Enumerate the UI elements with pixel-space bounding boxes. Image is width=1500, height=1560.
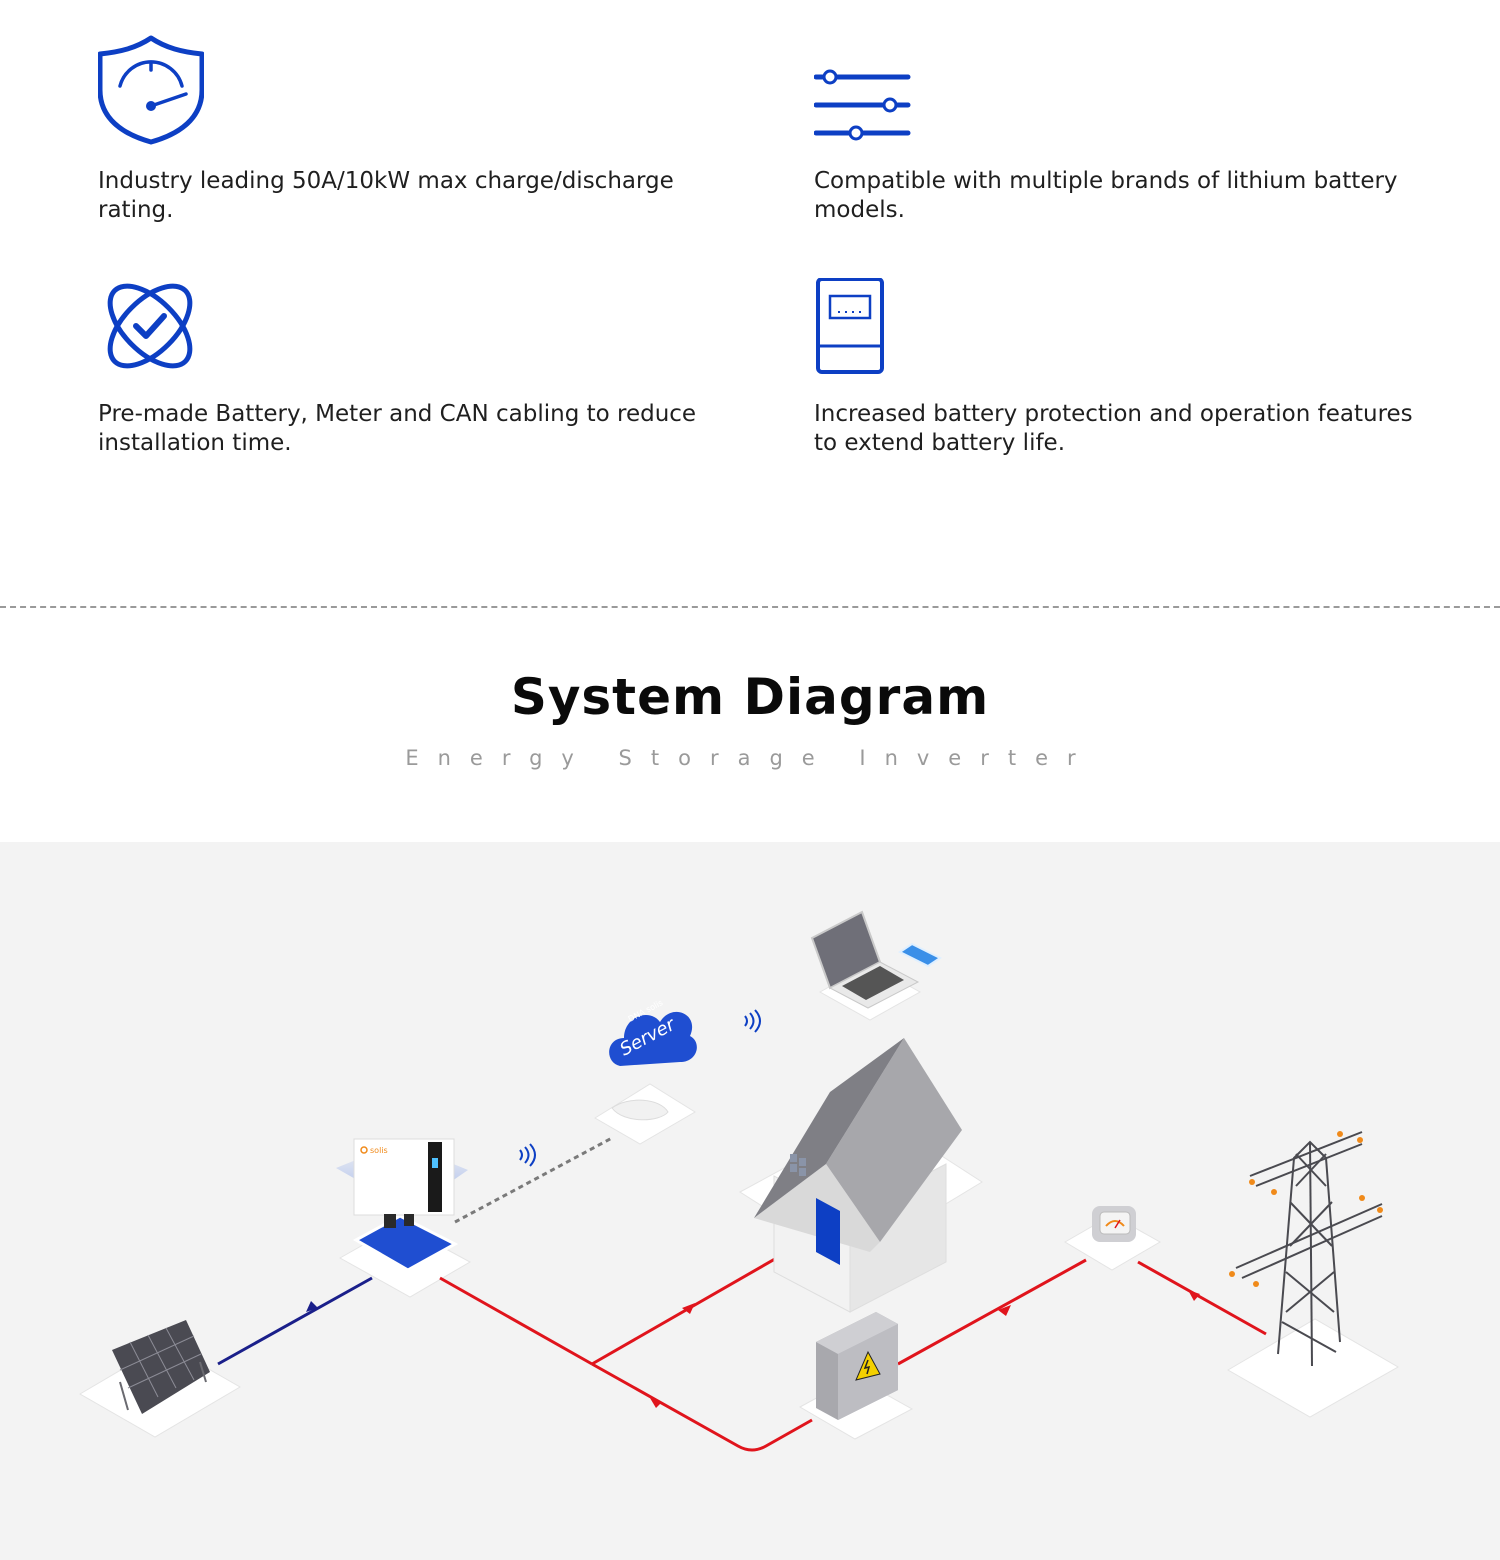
system-diagram-canvas: solis DNA solis Server bbox=[79, 910, 1400, 1452]
ac-arrow bbox=[650, 1398, 662, 1408]
dc-arrow bbox=[306, 1301, 318, 1312]
server-base bbox=[611, 1099, 669, 1121]
section-subtitle: Energy Storage Inverter bbox=[405, 746, 1095, 770]
feature-text: Industry leading 50A/10kW max charge/dis… bbox=[98, 168, 674, 223]
feature-text: Pre-made Battery, Meter and CAN cabling … bbox=[98, 401, 697, 456]
ac-line-junction-switchbox bbox=[591, 1362, 813, 1452]
ac-arrow bbox=[1188, 1290, 1200, 1301]
section-title: System Diagram bbox=[510, 668, 990, 726]
feature-protection: Increased battery protection and operati… bbox=[814, 278, 1414, 478]
feature-text: Increased battery protection and operati… bbox=[814, 401, 1413, 456]
ac-line-junction-house bbox=[591, 1238, 809, 1366]
feature-cabling: Pre-made Battery, Meter and CAN cabling … bbox=[98, 278, 698, 478]
communication-line bbox=[454, 1136, 613, 1224]
laptop-icon bbox=[810, 910, 920, 1009]
ac-lines bbox=[439, 1238, 1267, 1452]
ac-line-switchbox-meter bbox=[897, 1258, 1087, 1366]
dc-line bbox=[217, 1276, 373, 1366]
meter-icon bbox=[1092, 1206, 1136, 1242]
tablet-icon bbox=[898, 942, 942, 968]
tower-insulators bbox=[1229, 1131, 1383, 1287]
ac-arrow bbox=[682, 1303, 695, 1314]
ac-line-meter-grid bbox=[1137, 1260, 1267, 1336]
tower-platform bbox=[1227, 1318, 1400, 1418]
solar-panel bbox=[112, 1320, 210, 1414]
transmission-tower bbox=[1235, 1131, 1383, 1367]
ac-arrows bbox=[650, 1290, 1200, 1408]
orbit-check-icon bbox=[107, 283, 193, 369]
server-cloud-icon: DNA solis Server bbox=[609, 998, 697, 1066]
section-divider bbox=[0, 606, 1500, 608]
shield-gauge-icon bbox=[98, 35, 204, 145]
feature-text: Compatible with multiple brands of lithi… bbox=[814, 168, 1398, 223]
switchbox bbox=[816, 1312, 898, 1420]
feature-compatibility: Compatible with multiple brands of lithi… bbox=[814, 34, 1414, 234]
ac-line-inverter-junction bbox=[439, 1276, 593, 1366]
ac-arrow bbox=[998, 1305, 1011, 1316]
battery-device-icon bbox=[816, 278, 884, 374]
platforms bbox=[79, 963, 1400, 1440]
inverter: solis bbox=[336, 1138, 468, 1272]
inverter-brand-label: solis bbox=[370, 1146, 388, 1155]
sliders-icon bbox=[814, 69, 911, 141]
wifi-icon bbox=[519, 1143, 536, 1167]
wifi-icon bbox=[744, 1009, 761, 1033]
feature-max-charge: Industry leading 50A/10kW max charge/dis… bbox=[98, 34, 698, 234]
system-diagram: solis DNA solis Server bbox=[0, 842, 1500, 1560]
warning-icon bbox=[855, 1350, 881, 1381]
house bbox=[754, 1038, 962, 1313]
